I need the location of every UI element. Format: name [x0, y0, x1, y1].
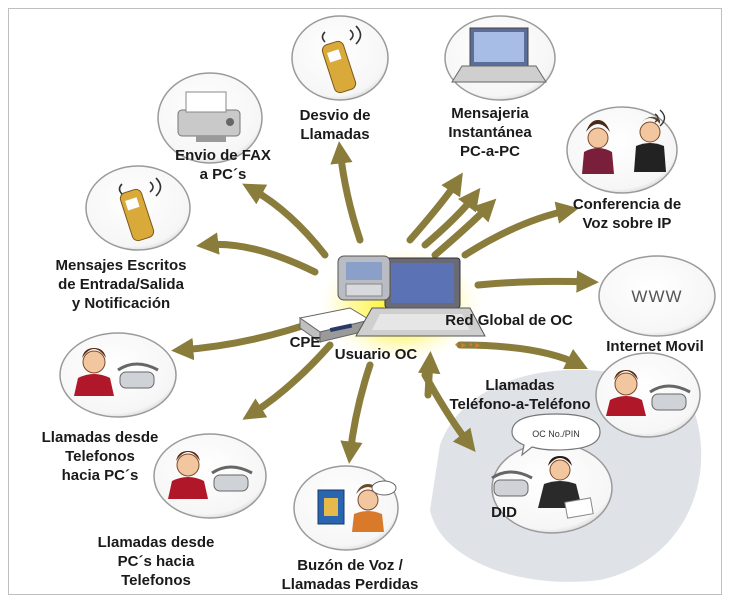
mobile-phone-icon-2 — [118, 177, 162, 242]
mobile-phone-icon — [321, 25, 362, 94]
voicemail-icon — [317, 480, 397, 532]
person-phone-icon-1 — [74, 348, 159, 396]
speech-bubble: OC No./PIN — [511, 413, 601, 457]
central-phone-icon — [337, 255, 391, 301]
label-tel-pc: Llamadas desde Telefonos hacia PC´s — [41, 429, 159, 484]
arrow-mensajeria-1 — [406, 172, 463, 244]
conference-people-icon — [582, 109, 666, 174]
diagram-frame — [8, 8, 722, 595]
label-desvio: Desvio de Llamadas — [299, 107, 371, 143]
arrow-pc-tel — [242, 341, 334, 420]
arrow-mensajes — [196, 232, 319, 276]
arrow-internet — [474, 270, 599, 293]
did-icon — [491, 456, 594, 519]
circle-internet — [598, 255, 716, 337]
label-conferencia: Conferencia de Voz sobre IP — [572, 196, 682, 232]
label-fax: Envio de FAX a PC´s — [175, 147, 271, 183]
circle-tel-pc — [59, 332, 177, 418]
arrow-mensajeria-2 — [421, 187, 481, 249]
label-pc-tel: Llamadas desde PC´s hacia Telefonos — [97, 534, 215, 589]
arrow-buzon — [340, 361, 374, 464]
label-cpe: CPE — [289, 334, 321, 351]
signal-dots: • ▸ • ▸ — [455, 340, 480, 351]
label-mensajes: Mensajes Escritos de Entrada/Salida y No… — [55, 257, 187, 312]
central-laptop-icon — [355, 257, 486, 337]
person-phone-icon-2 — [168, 451, 253, 499]
label-tel-tel: Llamadas Teléfono-a-Teléfono — [449, 377, 591, 413]
label-mensajeria: Mensajeria Instantánea PC-a-PC — [448, 105, 532, 160]
label-did: DID — [491, 504, 517, 521]
label-usuario: Usuario OC — [334, 346, 418, 363]
person-phone-icon-3 — [606, 370, 691, 416]
arrow-fax — [242, 183, 329, 259]
label-internet: Internet Movil — [606, 338, 704, 355]
www-icon: WWW — [631, 287, 682, 306]
circle-buzon — [293, 465, 399, 551]
laptop-icon — [451, 27, 547, 83]
arrow-conferencia — [461, 201, 579, 259]
arrow-desvio — [330, 141, 364, 244]
speech-bubble-text: OC No./PIN — [532, 429, 580, 439]
label-red-global: Red Global de OC — [445, 312, 573, 329]
fax-icon — [177, 91, 241, 142]
arrow-tel-tel — [456, 341, 589, 370]
arrow-mensajeria-3 — [431, 198, 497, 259]
arrow-did-2 — [418, 351, 441, 399]
label-buzon: Buzón de Voz / Llamadas Perdidas — [281, 557, 419, 593]
